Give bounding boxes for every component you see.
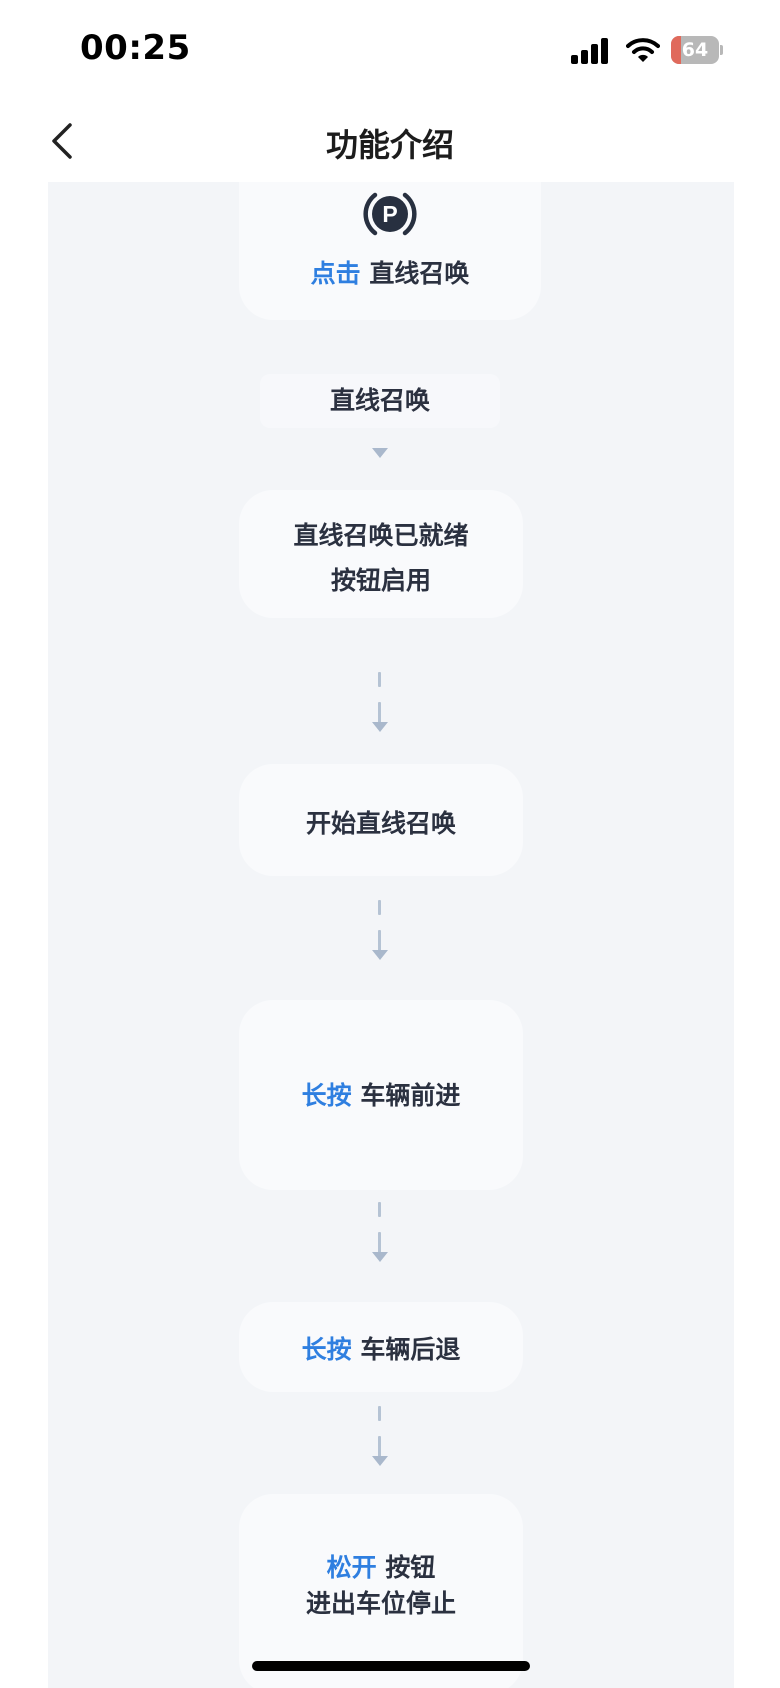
battery-icon: 64 xyxy=(671,36,723,64)
status-time: 00:25 xyxy=(80,28,191,68)
cellular-signal-icon xyxy=(571,38,611,64)
release-card: 松开 按钮 进出车位停止 xyxy=(239,1494,523,1688)
back-button[interactable] xyxy=(46,116,86,166)
flow-arrow xyxy=(372,1202,388,1272)
release-highlight: 松开 xyxy=(326,1553,377,1582)
status-bar: 00:25 64 xyxy=(0,0,780,100)
home-indicator[interactable] xyxy=(252,1661,530,1671)
tap-highlight: 点击 xyxy=(310,259,361,288)
page-title: 功能介绍 xyxy=(325,126,454,164)
mode-label-text: 直线召唤 xyxy=(329,386,430,415)
flow-arrow xyxy=(372,672,388,742)
mode-label: 直线召唤 xyxy=(260,374,500,428)
svg-text:P: P xyxy=(382,201,397,227)
nav-bar: 功能介绍 xyxy=(0,100,780,182)
forward-text: 长按 车辆前进 xyxy=(239,1076,523,1112)
ready-line1: 直线召唤已就绪 xyxy=(293,521,469,550)
release-label: 按钮 xyxy=(385,1553,436,1582)
battery-level: 64 xyxy=(681,39,709,61)
start-summon-text: 开始直线召唤 xyxy=(305,809,456,838)
summon-button-card: P 点击 直线召唤 xyxy=(239,182,541,320)
wifi-icon xyxy=(626,36,660,64)
backward-text: 长按 车辆后退 xyxy=(239,1330,523,1366)
backward-card: 长按 车辆后退 xyxy=(239,1302,523,1392)
flow-arrow xyxy=(372,1406,388,1476)
parking-icon: P xyxy=(362,186,418,242)
backward-label: 车辆后退 xyxy=(360,1335,461,1364)
long-press-highlight: 长按 xyxy=(301,1335,352,1364)
ready-line2: 按钮启用 xyxy=(330,566,431,595)
start-summon-card: 开始直线召唤 xyxy=(239,764,523,876)
flow-arrow xyxy=(372,900,388,970)
release-line1: 松开 按钮 xyxy=(239,1548,523,1584)
forward-label: 车辆前进 xyxy=(360,1081,461,1110)
content-area: P 点击 直线召唤 直线召唤 直线召唤已就绪 按钮启用 开始直线召唤 xyxy=(0,182,780,1688)
release-line2: 进出车位停止 xyxy=(305,1589,456,1618)
flow-panel xyxy=(48,182,734,1688)
summon-text: 直线召唤 xyxy=(369,259,470,288)
ready-card: 直线召唤已就绪 按钮启用 xyxy=(239,490,523,618)
long-press-highlight: 长按 xyxy=(301,1081,352,1110)
flow-arrow xyxy=(372,448,388,460)
chevron-left-icon xyxy=(52,123,72,159)
forward-card: 长按 车辆前进 xyxy=(239,1000,523,1190)
summon-button-card-text: 点击 直线召唤 xyxy=(239,254,541,290)
